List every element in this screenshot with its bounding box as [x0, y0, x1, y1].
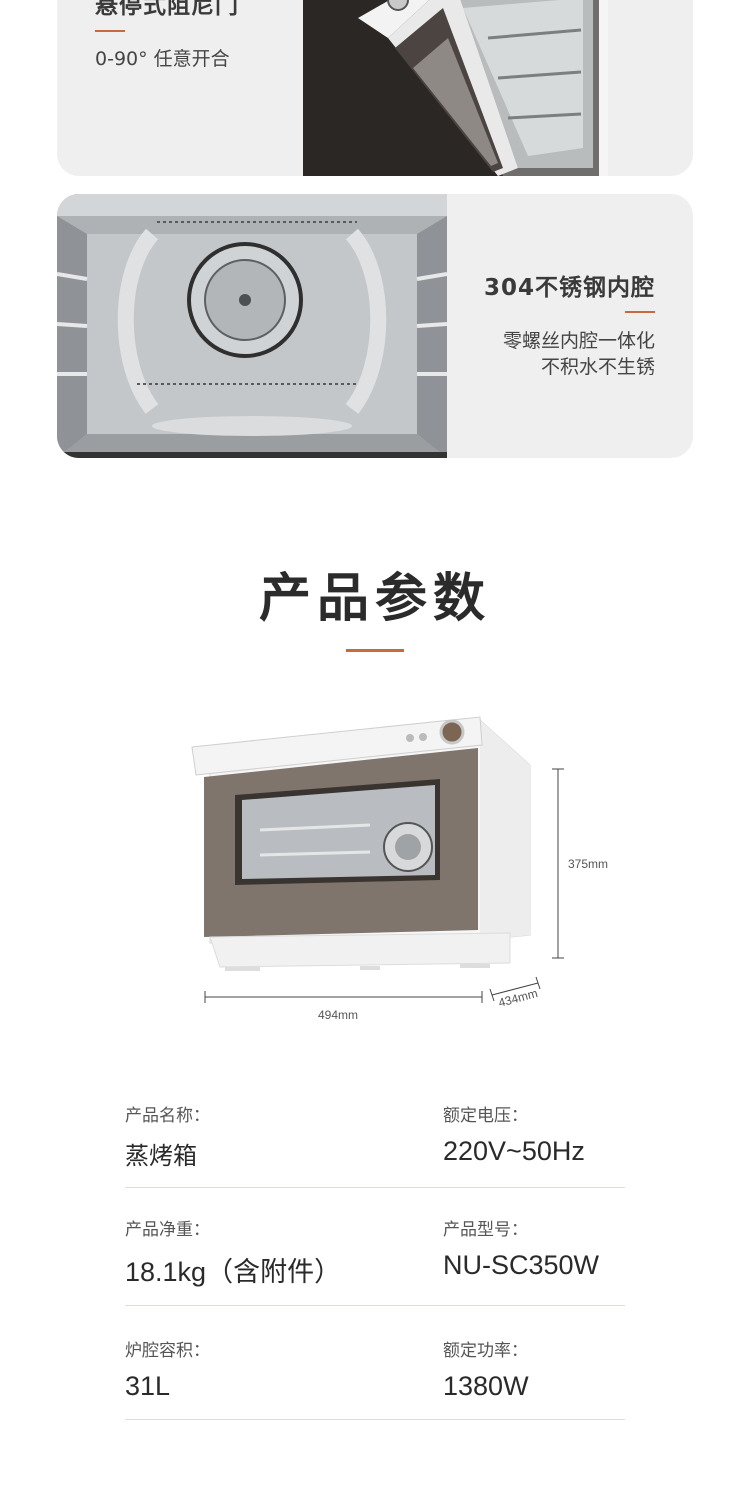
spec-label: 额定电压：: [443, 1106, 528, 1126]
spec-model-number: 产品型号： NU-SC350W: [443, 1215, 599, 1281]
feature-card-damping-door: 悬停式阻尼门 0-90° 任意开合: [57, 0, 693, 176]
spec-divider: [125, 1419, 625, 1420]
oven-illustration: [191, 716, 564, 1003]
spec-label: 产品净重：: [125, 1220, 210, 1240]
spec-value: 220V~50Hz: [443, 1136, 585, 1166]
accent-line: [625, 311, 655, 313]
oven-door-photo: [303, 0, 608, 176]
feature-subtitle: 零螺丝内腔一体化 不积水不生锈: [503, 328, 655, 380]
spec-label: 产品名称：: [125, 1106, 210, 1126]
spec-value: 18.1kg（含附件）: [125, 1257, 342, 1287]
accent-line: [95, 30, 125, 32]
section-title: 产品参数: [258, 569, 491, 629]
spec-divider: [125, 1305, 625, 1306]
feature-subtitle-line: 零螺丝内腔一体化: [502, 330, 655, 352]
feature-subtitle: 0-90° 任意开合: [95, 48, 230, 70]
spec-net-weight: 产品净重： 18.1kg（含附件）: [125, 1215, 341, 1289]
spec-product-name: 产品名称： 蒸烤箱: [125, 1101, 210, 1171]
feature-title: 304不锈钢内腔: [483, 275, 655, 301]
spec-cavity-volume: 炉腔容积： 31L: [125, 1336, 210, 1402]
oven-cavity-photo: [57, 194, 447, 458]
section-accent-line: [346, 649, 404, 652]
spec-value: 1380W: [443, 1371, 529, 1401]
spec-value: 蒸烤箱: [125, 1142, 197, 1170]
spec-value: NU-SC350W: [443, 1250, 600, 1280]
dimension-height: 375mm: [568, 857, 609, 871]
spec-rated-voltage: 额定电压： 220V~50Hz: [443, 1101, 585, 1167]
spec-rated-power: 额定功率： 1380W: [443, 1336, 529, 1402]
spec-divider: [125, 1187, 625, 1188]
spec-label: 炉腔容积：: [125, 1341, 210, 1361]
feature-card-stainless-cavity: 304不锈钢内腔 零螺丝内腔一体化 不积水不生锈: [57, 194, 693, 458]
dimension-width: 494mm: [318, 1008, 359, 1022]
spec-value: 31L: [125, 1371, 171, 1401]
feature-subtitle-line: 不积水不生锈: [540, 356, 655, 378]
product-dimension-diagram: 375mm 494mm 434mm: [180, 705, 608, 1035]
feature-title: 悬停式阻尼门: [95, 0, 239, 19]
spec-label: 产品型号：: [443, 1220, 528, 1240]
spec-label: 额定功率：: [443, 1341, 528, 1361]
